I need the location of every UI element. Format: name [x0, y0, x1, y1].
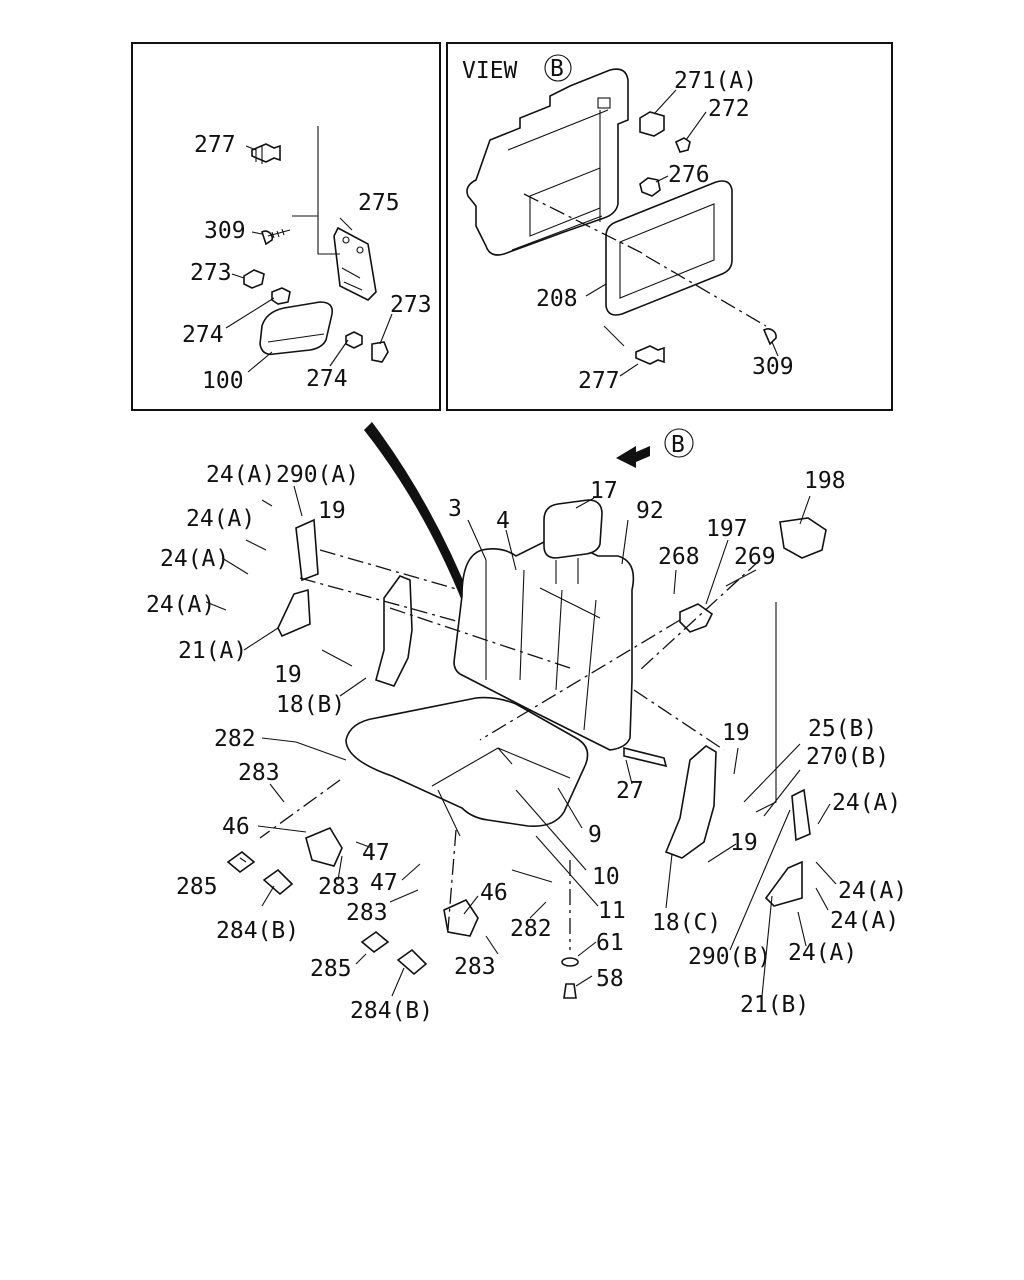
- callout-24a-3: 24(A): [160, 546, 229, 572]
- callout-309-inset: 309: [204, 218, 246, 244]
- callout-272: 272: [708, 96, 750, 122]
- callout-19-right-bottom: 19: [730, 830, 758, 856]
- callout-285-left: 285: [176, 874, 218, 900]
- arrow-b-letter: B: [671, 432, 685, 458]
- callout-283-1: 283: [238, 760, 280, 786]
- callout-24a-8: 24(A): [788, 940, 857, 966]
- callout-24a-2: 24(A): [186, 506, 255, 532]
- armrest-bracket-parts: [225, 126, 393, 373]
- callout-25b: 25(B): [808, 716, 877, 742]
- callout-270b: 270(B): [806, 744, 889, 770]
- callout-268: 268: [658, 544, 700, 570]
- callout-269: 269: [734, 544, 776, 570]
- callout-19-right-top: 19: [722, 720, 750, 746]
- callout-24a-6: 24(A): [838, 878, 907, 904]
- rear-seat-assembly: [205, 485, 837, 999]
- callout-197: 197: [706, 516, 748, 542]
- callout-290a: 290(A): [276, 462, 359, 488]
- callout-21b: 21(B): [740, 992, 809, 1018]
- callout-24a-4: 24(A): [146, 592, 215, 618]
- callout-24a-7: 24(A): [830, 908, 899, 934]
- callout-27: 27: [616, 778, 644, 804]
- callout-198: 198: [804, 468, 846, 494]
- callout-24a-5: 24(A): [832, 790, 901, 816]
- callout-277-inset: 277: [194, 132, 236, 158]
- callout-285-right: 285: [310, 956, 352, 982]
- callout-283-3: 283: [346, 900, 388, 926]
- view-direction-arrow: [616, 428, 694, 468]
- callout-290b: 290(B): [688, 944, 771, 970]
- callout-47-lower: 47: [370, 870, 398, 896]
- seatback-rear-view-parts: [466, 68, 779, 377]
- callout-284b-left: 284(B): [216, 918, 299, 944]
- callout-284b-right: 284(B): [350, 998, 433, 1024]
- callout-3: 3: [448, 496, 462, 522]
- callout-283-4: 283: [454, 954, 496, 980]
- callout-17: 17: [590, 478, 618, 504]
- callout-275: 275: [358, 190, 400, 216]
- callout-11: 11: [598, 898, 626, 924]
- callout-19-top: 19: [318, 498, 346, 524]
- callout-273-right: 273: [390, 292, 432, 318]
- callout-61: 61: [596, 930, 624, 956]
- callout-21a: 21(A): [178, 638, 247, 664]
- callout-283-2: 283: [318, 874, 360, 900]
- callout-276: 276: [668, 162, 710, 188]
- callout-273-left: 273: [190, 260, 232, 286]
- callout-208: 208: [536, 286, 578, 312]
- callout-19-left: 19: [274, 662, 302, 688]
- callout-18b: 18(B): [276, 692, 345, 718]
- callout-24a-1: 24(A): [206, 462, 275, 488]
- callout-18c: 18(C): [652, 910, 721, 936]
- callout-labels: VIEW B B 277 309 275 273 273 274 274 100…: [146, 54, 907, 1024]
- callout-92: 92: [636, 498, 664, 524]
- callout-9: 9: [588, 822, 602, 848]
- callout-46-left: 46: [222, 814, 250, 840]
- detail-inset-armrest-frame: [131, 42, 441, 411]
- callout-47-upper: 47: [362, 840, 390, 866]
- view-b-letter: B: [550, 56, 564, 82]
- callout-282-left: 282: [214, 726, 256, 752]
- callout-309-view-b: 309: [752, 354, 794, 380]
- detail-reference-arrow: [364, 422, 472, 606]
- callout-4: 4: [496, 508, 510, 534]
- callout-282-right: 282: [510, 916, 552, 942]
- callout-274-right: 274: [306, 366, 348, 392]
- view-b-letter-circle: [544, 54, 572, 82]
- view-b-title: VIEW: [462, 58, 518, 84]
- callout-274-left: 274: [182, 322, 224, 348]
- callout-58: 58: [596, 966, 624, 992]
- callout-277-view-b: 277: [578, 368, 620, 394]
- callout-100: 100: [202, 368, 244, 394]
- detail-inset-view-b-frame: [446, 42, 893, 411]
- callout-271a: 271(A): [674, 68, 757, 94]
- callout-10: 10: [592, 864, 620, 890]
- callout-46-right: 46: [480, 880, 508, 906]
